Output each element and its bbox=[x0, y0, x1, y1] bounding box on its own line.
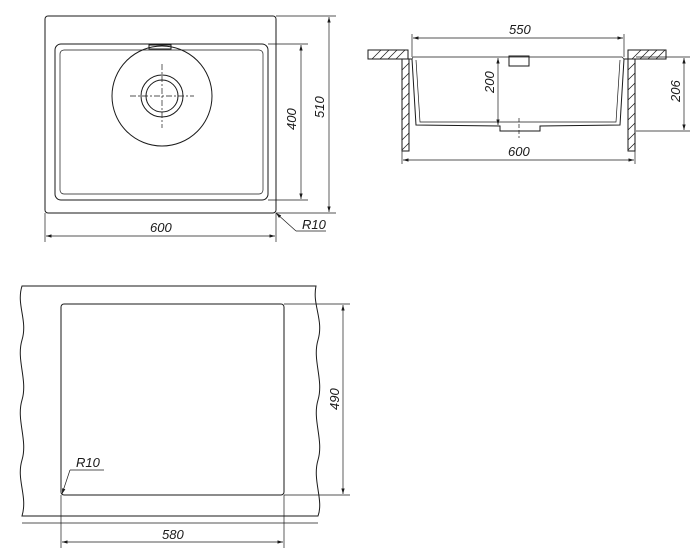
depth-label: 200 bbox=[482, 71, 497, 94]
inner-width-label: 550 bbox=[509, 22, 531, 37]
overflow-opening bbox=[508, 55, 530, 67]
sink-bowl-profile bbox=[409, 58, 628, 132]
side-view: 550 600 200 206 bbox=[367, 22, 690, 164]
cutout-view: 490 580 R10 bbox=[19, 285, 350, 548]
drain-surround bbox=[111, 45, 213, 147]
sink-outer-rim bbox=[44, 15, 277, 214]
sink-bowl-inner bbox=[59, 49, 264, 195]
cutout-width-label: 580 bbox=[162, 527, 184, 542]
outer-width-label: 600 bbox=[508, 144, 530, 159]
sink-bowl-outer bbox=[54, 43, 269, 201]
countertop-right bbox=[627, 49, 667, 60]
top-width-label: 600 bbox=[150, 220, 172, 235]
cutout-height-label: 490 bbox=[327, 388, 342, 410]
top-radius-label: R10 bbox=[302, 217, 327, 232]
cutout-radius-label: R10 bbox=[76, 455, 101, 470]
bowl-height-label: 400 bbox=[284, 108, 299, 130]
cabinet-wall-left bbox=[401, 58, 410, 152]
top-height-label: 510 bbox=[312, 96, 327, 118]
cabinet-wall-right bbox=[627, 58, 636, 152]
top-view: 600 510 400 R10 bbox=[44, 15, 336, 242]
countertop-outline bbox=[19, 285, 321, 517]
total-depth-label: 206 bbox=[668, 80, 683, 103]
cutout-opening bbox=[60, 303, 285, 496]
